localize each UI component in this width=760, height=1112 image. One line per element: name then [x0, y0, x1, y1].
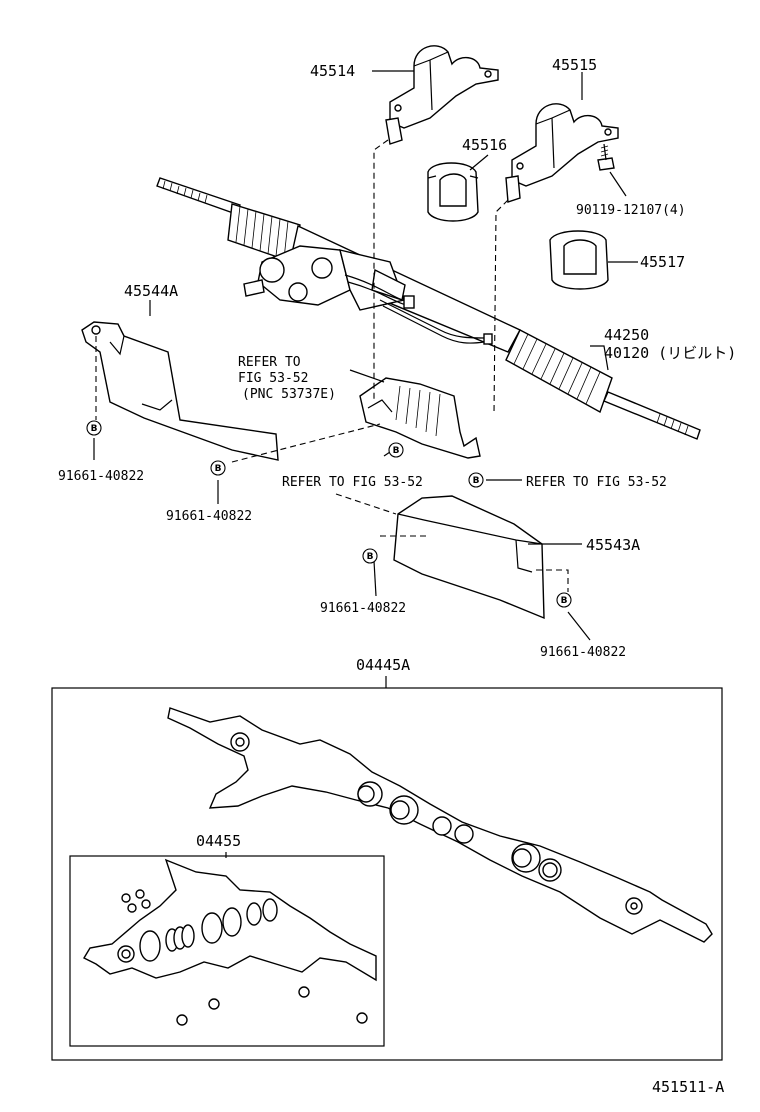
bolt-marker-1: B	[91, 424, 98, 434]
part-labels: 45514 45515 45516 90119-12107(4) 45517 4…	[58, 56, 736, 688]
bolt-90119	[597, 143, 615, 171]
seal-kit-box	[69, 855, 385, 1047]
label-refer-fig-right: REFER TO FIG 53-52	[526, 475, 667, 490]
label-44250: 44250	[604, 326, 649, 344]
label-45515: 45515	[552, 56, 597, 74]
label-45517: 45517	[640, 253, 685, 271]
label-40120: 40120 (リビルト)	[604, 344, 736, 362]
diagram-id: 451511-A	[652, 1078, 724, 1096]
label-45544a: 45544A	[124, 282, 178, 300]
label-04455: 04455	[196, 832, 241, 850]
label-refer-fig-left: REFER TO FIG 53-52	[282, 475, 423, 490]
bolt-marker-5: B	[367, 552, 374, 562]
label-45514: 45514	[310, 62, 355, 80]
label-91661-b: 91661-40822	[166, 509, 252, 524]
grommet-45517	[549, 230, 609, 290]
bracket-45514	[385, 45, 499, 145]
bolt-marker-6: B	[561, 596, 568, 606]
label-91661-a: 91661-40822	[58, 469, 144, 484]
cover-45543a	[393, 495, 545, 620]
grommet-45516	[427, 162, 479, 222]
label-refer-to: REFER TO	[238, 355, 301, 370]
steering-rack-assembly	[156, 177, 701, 440]
label-04445a: 04445A	[356, 656, 410, 674]
label-90119: 90119-12107(4)	[576, 203, 686, 218]
bolt-marker-3: B	[393, 446, 400, 456]
center-bracket	[359, 377, 481, 459]
bolt-markers: B B B B B B	[86, 420, 572, 608]
label-45516: 45516	[462, 136, 507, 154]
label-pnc: (PNC 53737E)	[242, 387, 336, 402]
label-91661-c: 91661-40822	[320, 601, 406, 616]
label-45543a: 45543A	[586, 536, 640, 554]
label-91661-d: 91661-40822	[540, 645, 626, 660]
bracket-45515	[505, 103, 619, 203]
leader-lines	[93, 70, 638, 641]
bolt-marker-2: B	[215, 464, 222, 474]
label-fig-53-52: FIG 53-52	[238, 371, 308, 386]
cover-45544a	[81, 321, 279, 461]
gasket-kit-box: 04455	[51, 687, 723, 1061]
bolt-marker-4: B	[473, 476, 480, 486]
